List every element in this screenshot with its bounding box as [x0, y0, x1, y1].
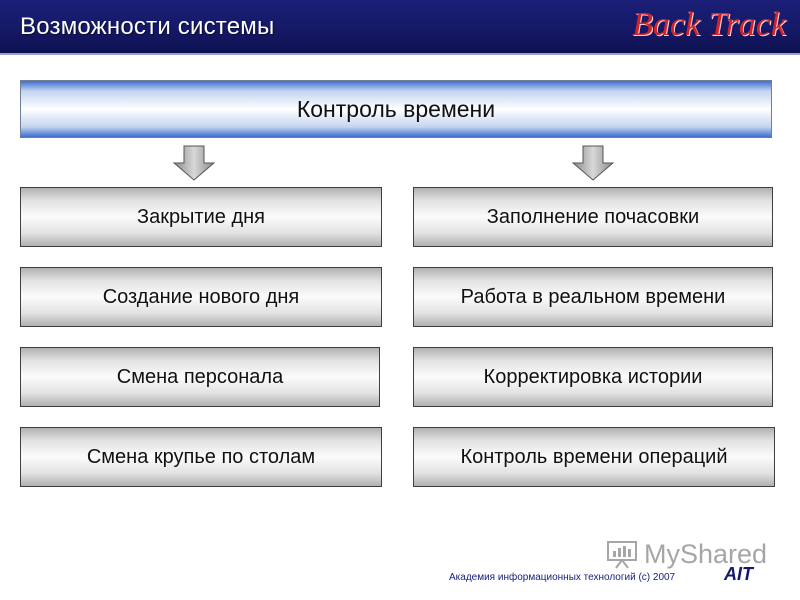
footer-copyright: Академия информационных технологий (с) 2…	[449, 572, 676, 583]
brand-logo: Back Track	[632, 6, 786, 43]
box-staff-change: Смена персонала	[20, 347, 380, 407]
box-croupier-change: Смена крупье по столам	[20, 427, 382, 487]
down-arrow-icon-left	[173, 145, 215, 181]
box-history-correction: Корректировка истории	[413, 347, 773, 407]
box-operation-time-control: Контроль времени операций	[413, 427, 775, 487]
watermark-text: MyShared	[644, 538, 768, 569]
box-realtime-work: Работа в реальном времени	[413, 267, 773, 327]
presentation-board-icon	[607, 541, 637, 569]
box-hourly-fill: Заполнение почасовки	[413, 187, 773, 247]
header-bar: Возможности системы Back Track	[0, 0, 800, 55]
down-arrow-icon-right	[572, 145, 614, 181]
box-new-day: Создание нового дня	[20, 267, 382, 327]
ait-logo: AIT	[724, 564, 753, 584]
watermark: MyShared	[606, 536, 767, 572]
top-box-time-control: Контроль времени	[20, 80, 772, 138]
box-close-day: Закрытие дня	[20, 187, 382, 247]
page-title: Возможности системы	[20, 13, 275, 40]
